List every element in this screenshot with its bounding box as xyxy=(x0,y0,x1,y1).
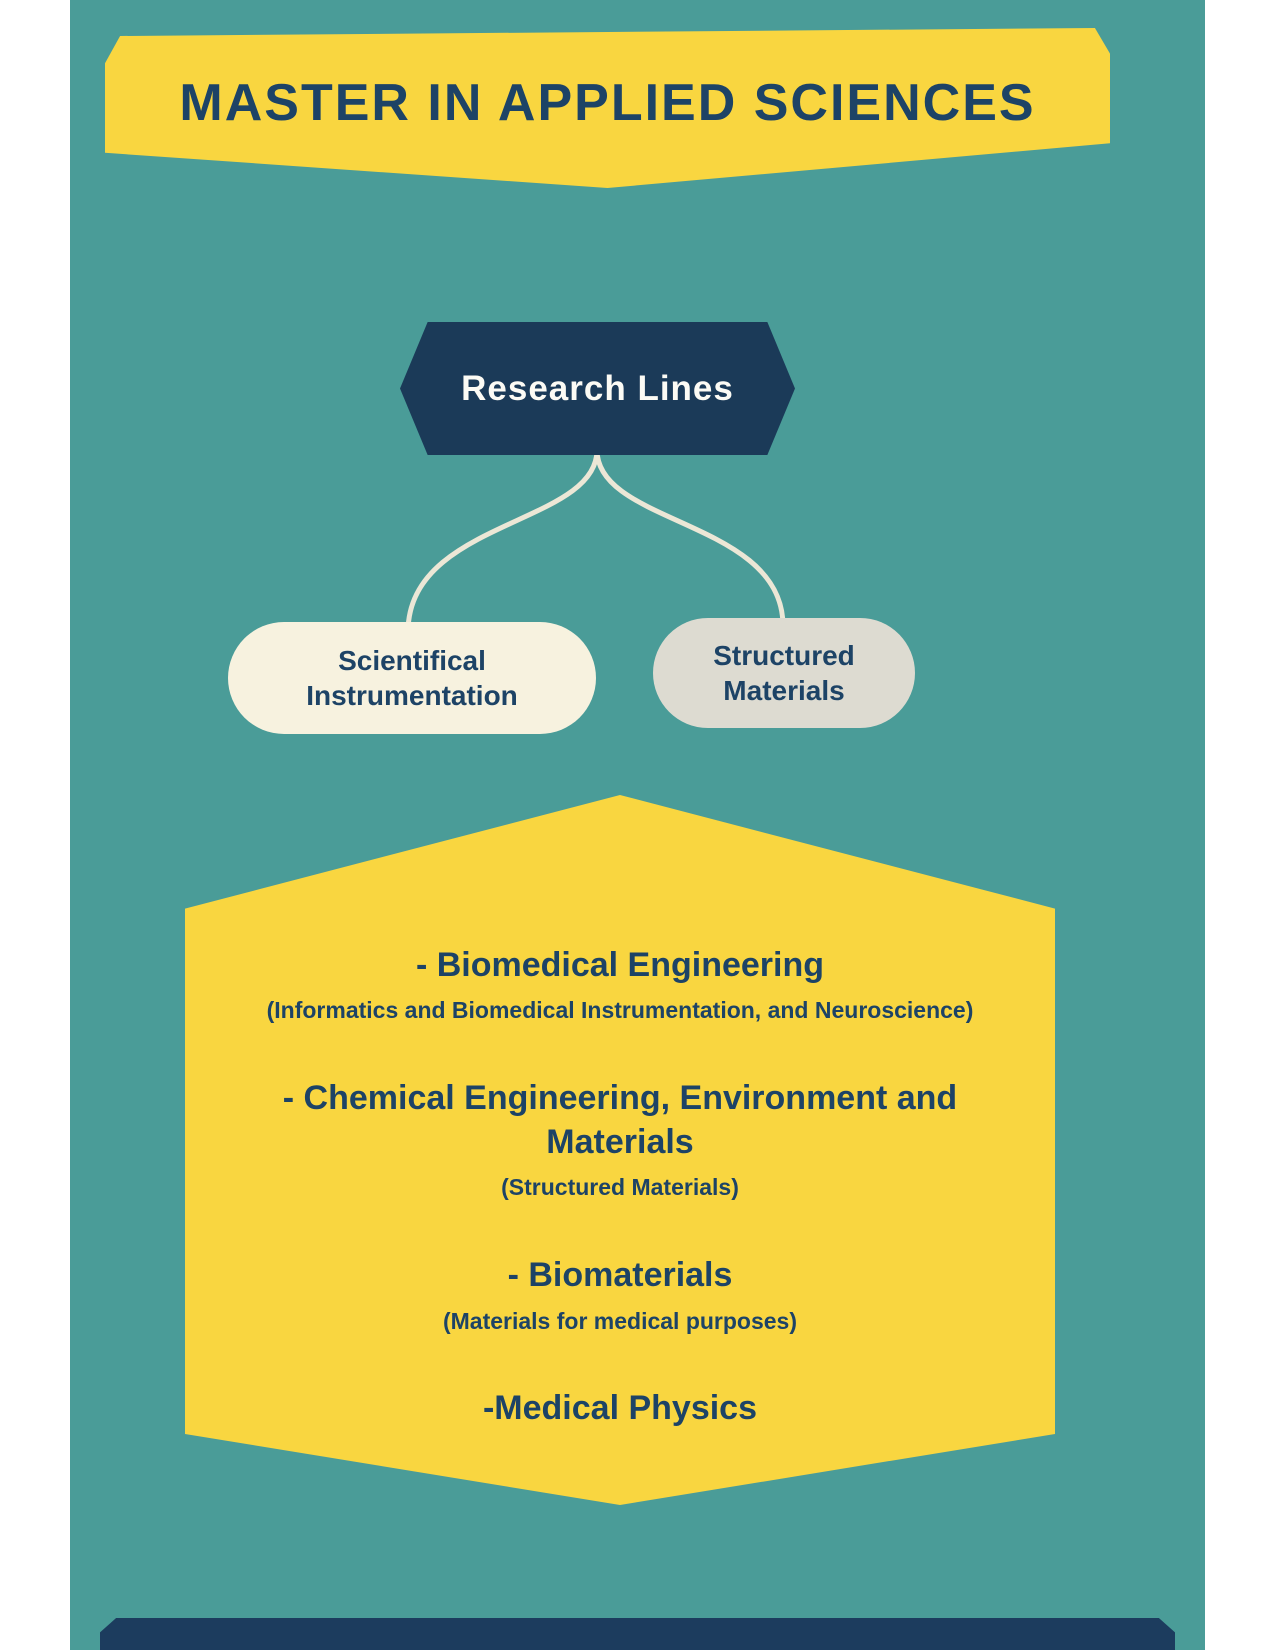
program-name: - Chemical Engineering, Environment and … xyxy=(282,1079,958,1162)
program-detail: (Materials for medical purposes) xyxy=(442,1307,798,1334)
program-name: - Biomaterials xyxy=(507,1256,733,1295)
program-item: - Biomaterials (Materials for medical pu… xyxy=(443,1253,797,1336)
research-lines-node: Research Lines xyxy=(400,322,795,455)
programs-hexagon: - Biomedical Engineering (Informatics an… xyxy=(185,795,1055,1505)
branch-label: Structured Materials xyxy=(713,640,855,706)
poster-title: MASTER IN APPLIED SCIENCES xyxy=(179,74,1036,132)
research-lines-label: Research Lines xyxy=(461,368,734,408)
program-name: -Medical Physics xyxy=(482,1389,757,1428)
program-name: - Biomedical Engineering xyxy=(415,946,825,984)
program-detail: (Informatics and Biomedical Instrumentat… xyxy=(266,997,974,1024)
branch-label: Scientifical Instrumentation xyxy=(306,645,518,711)
program-item: - Chemical Engineering, Environment and … xyxy=(240,1076,1000,1203)
program-item: -Medical Physics xyxy=(483,1386,757,1430)
program-detail: (Structured Materials) xyxy=(501,1174,739,1201)
footer-bar xyxy=(100,1618,1175,1650)
branch-node-structured-materials: Structured Materials xyxy=(653,618,915,728)
program-item: - Biomedical Engineering (Informatics an… xyxy=(267,943,974,1026)
branch-node-scientifical-instrumentation: Scientifical Instrumentation xyxy=(228,622,596,734)
